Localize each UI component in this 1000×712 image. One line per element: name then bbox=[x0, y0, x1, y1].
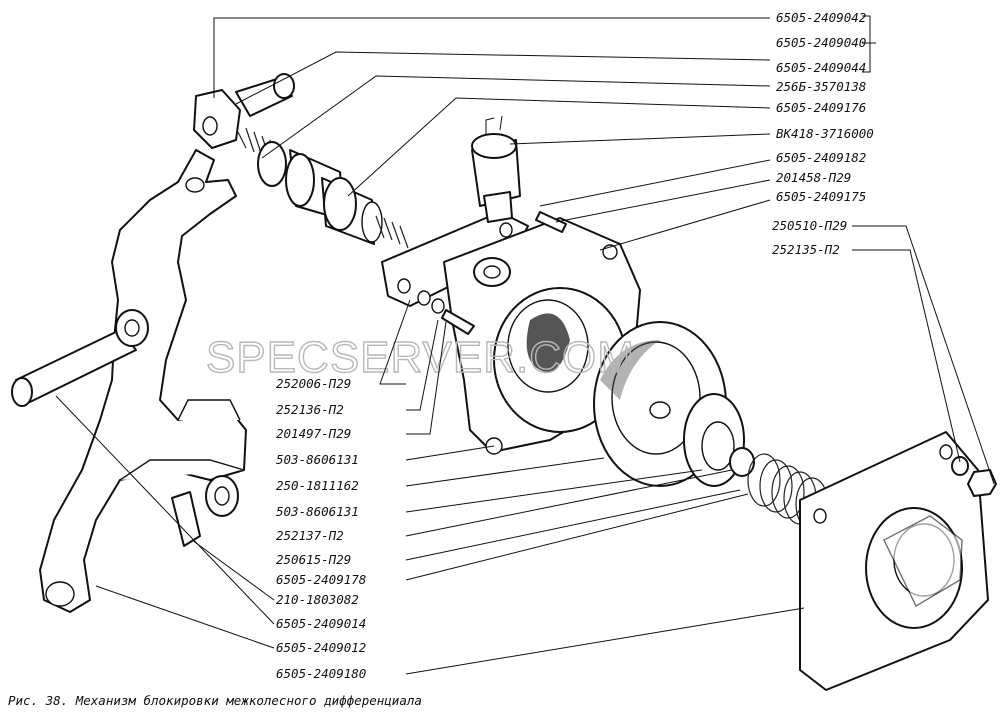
part-label: 250-1811162 bbox=[276, 478, 359, 493]
part-label: 6505-2409175 bbox=[776, 189, 866, 204]
part-label: 252135-П2 bbox=[772, 242, 840, 257]
part-label: 6505-2409012 bbox=[276, 640, 366, 655]
part-label: 210-1803082 bbox=[276, 592, 359, 607]
part-label: 250615-П29 bbox=[276, 552, 351, 567]
part-label: 252006-П29 bbox=[276, 376, 351, 391]
part-label: 6505-2409180 bbox=[276, 666, 366, 681]
leader-lines bbox=[55, 15, 995, 675]
part-label: 256Б-3570138 bbox=[776, 79, 866, 94]
part-label: 252136-П2 bbox=[276, 402, 344, 417]
part-label: 6505-2409176 bbox=[776, 100, 866, 115]
part-label: 503-8606131 bbox=[276, 452, 359, 467]
figure-caption: Рис. 38. Механизм блокировки межколесног… bbox=[8, 693, 422, 708]
part-label: 6505-2409178 bbox=[276, 572, 366, 587]
part-label: 6505-2409042 bbox=[776, 10, 866, 25]
part-label: 6505-2409182 bbox=[776, 150, 866, 165]
part-label: 503-8606131 bbox=[276, 504, 359, 519]
part-label: 250510-П29 bbox=[772, 218, 847, 233]
part-label: 201497-П29 bbox=[276, 426, 351, 441]
part-label: 201458-П29 bbox=[776, 170, 851, 185]
part-labels: 6505-2409042 6505-2409040 6505-2409044 2… bbox=[276, 10, 874, 681]
part-label: ВК418-3716000 bbox=[776, 126, 874, 141]
part-label: 6505-2409040 bbox=[776, 35, 866, 50]
part-label: 6505-2409044 bbox=[776, 60, 866, 75]
part-label: 252137-П2 bbox=[276, 528, 344, 543]
parts-drawing bbox=[11, 73, 997, 691]
watermark-text: SPECSERVER.COM bbox=[206, 333, 635, 382]
part-label: 6505-2409014 bbox=[276, 616, 366, 631]
